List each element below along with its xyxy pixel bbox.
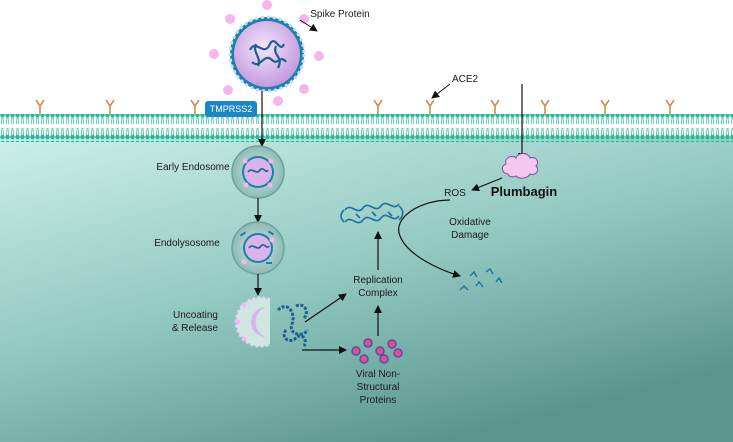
spike-protein-label: Spike Protein <box>310 9 369 20</box>
receptor-icon <box>665 99 675 114</box>
early-endosome-label: Early Endosome <box>156 162 230 173</box>
rna-fragments-icon <box>459 267 503 291</box>
nsp-label-2: Structural <box>357 382 400 393</box>
replication-label-2: Complex <box>358 288 397 299</box>
cell-membrane <box>0 114 733 142</box>
virus-icon <box>209 0 324 95</box>
tmprss2-badge: TMPRSS2 <box>205 101 257 117</box>
ros-to-damage-arrow <box>398 199 461 278</box>
ros-label: ROS <box>444 188 466 199</box>
endolysosome-icon <box>231 221 285 275</box>
receptor-icon <box>425 99 435 114</box>
nsp-label-3: Proteins <box>360 395 397 406</box>
receptor-icon <box>105 99 115 114</box>
receptor-icon <box>540 99 550 114</box>
uncoating-vesicle-icon <box>234 296 271 348</box>
to-replication-arrow <box>304 293 347 323</box>
released-rna-icon <box>276 303 310 347</box>
nsp-label-1: Viral Non- <box>356 369 400 380</box>
ace2-receptors <box>35 99 675 114</box>
oxidative-label-1: Oxidative <box>449 217 491 228</box>
tmprss2-label: TMPRSS2 <box>210 104 253 114</box>
spike-pointer <box>299 19 318 32</box>
receptor-icon <box>35 99 45 114</box>
early-endosome-icon <box>231 145 285 199</box>
cloud-icon <box>501 153 539 179</box>
receptor-icon <box>373 99 383 114</box>
cytoplasm <box>0 138 733 442</box>
plumbagin-to-ros-arrow <box>471 177 503 192</box>
plumbagin-label: Plumbagin <box>491 184 558 199</box>
replicated-rna-icon <box>340 202 404 224</box>
ace2-pointer <box>431 83 451 99</box>
oxidative-label-2: Damage <box>451 230 489 241</box>
spike-bound-icon <box>273 96 283 106</box>
ace2-label: ACE2 <box>452 74 479 85</box>
receptor-icon <box>190 99 200 114</box>
protein-bead-icon <box>351 338 403 364</box>
uncoating-label-2: & Release <box>172 323 219 334</box>
replication-label-1: Replication <box>353 275 402 286</box>
uncoating-label-1: Uncoating <box>173 310 218 321</box>
receptor-icon <box>600 99 610 114</box>
endolysosome-label: Endolysosome <box>154 238 220 249</box>
rna-strand-icon <box>249 40 287 69</box>
receptor-icon <box>490 99 500 114</box>
